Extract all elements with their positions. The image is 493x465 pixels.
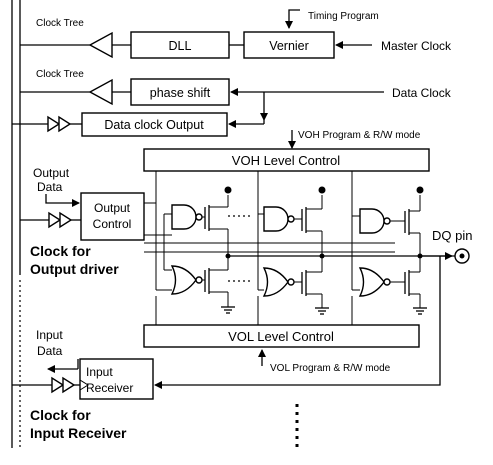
vol-program-label: VOL Program & R/W mode [270,363,391,374]
output-data-label-1: Output [33,166,70,180]
data-clock-output-path: Data clock Output [12,112,264,137]
buffer-a [47,115,61,133]
voh-level-control-label: VOH Level Control [232,153,340,168]
output-control-label-1: Output [94,201,131,215]
buffer-e [51,376,65,394]
clock-for-input-label-1: Clock for [30,407,91,423]
vol-level-control-block [143,324,420,348]
voh-level-control-block [143,148,430,172]
vol-control: VOL Level Control VOL Program & R/W mode [143,296,420,374]
clock-rails [11,0,21,448]
output-control-label-2: Control [93,217,132,231]
input-receiver: Input Data Input Receiver Clock for Inpu… [12,256,441,441]
clock-for-output-label-1: Clock for [30,243,91,259]
timing-program-label: Timing Program [308,11,379,22]
clock-tree-label-2: Clock Tree [36,69,84,80]
phase-shift-label: phase shift [150,86,211,100]
driver-array [144,186,455,315]
data-clock-path: Clock Tree phase shift Data Clock [20,69,452,124]
buffer-b [58,115,72,133]
voh-control: VOH Program & R/W mode VOH Level Control [143,130,430,216]
clock-for-input-label-2: Input Receiver [30,425,127,441]
input-receiver-label-1: Input [86,365,113,379]
clock-tree-label-1: Clock Tree [36,18,84,29]
input-data-label-1: Input [36,328,63,342]
dq-pin-label: DQ pin [432,228,472,243]
input-receiver-block [79,358,154,400]
dll-clock-path: Timing Program Clock Tree DLL Vernier Ma… [20,9,452,59]
voh-program-label: VOH Program & R/W mode [298,130,421,141]
output-control-block [80,192,145,241]
master-clock-label: Master Clock [381,39,452,53]
clock-tree-buffer-2 [88,78,113,106]
dq-pin: DQ pin [432,228,472,264]
clock-for-output-label-2: Output driver [30,261,119,277]
clock-tree-buffer-1 [88,31,113,59]
buffer-d [59,211,73,229]
data-clock-label: Data Clock [392,86,452,100]
data-clock-output-block [81,112,228,137]
dll-label: DLL [169,39,192,53]
vernier-label: Vernier [269,39,309,53]
vol-level-control-label: VOL Level Control [228,329,334,344]
data-clock-output-label: Data clock Output [104,118,204,132]
input-receiver-label-2: Receiver [86,381,133,395]
buffer-f [62,376,76,394]
buffer-c [48,211,62,229]
output-control: Output Data Output Control Clock for Out… [20,166,172,277]
output-data-label-2: Data [37,180,63,194]
input-data-label-2: Data [37,344,63,358]
